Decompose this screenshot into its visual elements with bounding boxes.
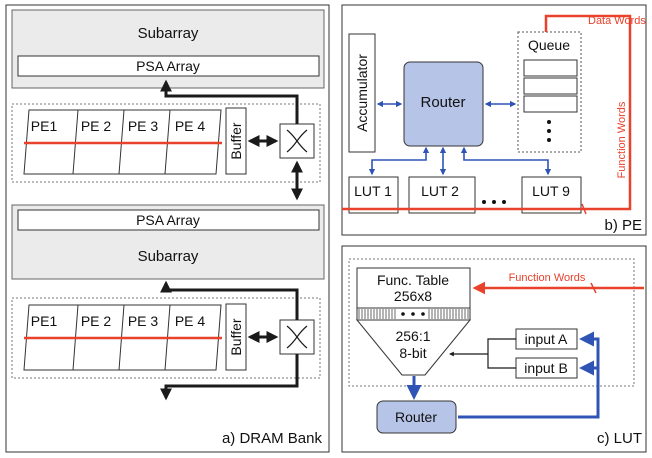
caption-dram-bank: a) DRAM Bank <box>222 430 323 447</box>
subarray-bottom-label: Subarray <box>138 248 199 265</box>
panel-lut: Func. Table 256x8 256:1 8-bit input A in… <box>341 245 647 453</box>
panel-dram-bank: Subarray PSA Array PE1 PE 2 PE 3 PE 4 Bu… <box>5 4 330 453</box>
pe-label-1-bottom: PE1 <box>31 313 58 329</box>
accumulator-label: Accumulator <box>354 54 370 132</box>
buffer-bottom <box>225 303 247 371</box>
router-to-input-a-arrow <box>458 331 600 419</box>
queue-slot-3 <box>523 95 578 113</box>
switch-top-icon <box>286 129 308 153</box>
mux <box>355 319 472 376</box>
input-b-label: input B <box>524 360 568 376</box>
function-words-label-pe: Function Words <box>616 101 628 178</box>
pe-group-top: PE1 PE 2 PE 3 PE 4 <box>23 109 222 175</box>
lut-dot-2 <box>492 200 496 204</box>
pe-group-bottom: PE1 PE 2 PE 3 PE 4 <box>23 304 222 371</box>
func-table-size: 256x8 <box>394 288 432 304</box>
pe-label-2-top: PE 2 <box>81 118 112 134</box>
caption-pe: b) PE <box>604 217 642 234</box>
lut-1 <box>348 176 399 214</box>
func-table <box>356 267 471 309</box>
router-lut9-link <box>460 146 552 176</box>
pe-label-1-top: PE1 <box>31 118 58 134</box>
pe-router-label: Router <box>420 94 465 111</box>
lut-router <box>376 400 457 434</box>
func-table-row-ticks <box>358 309 469 319</box>
pe-label-3-bottom: PE 3 <box>128 313 159 329</box>
input-a-label: input A <box>525 331 568 347</box>
pe-row-bottom <box>11 297 321 379</box>
queue-label: Queue <box>528 37 570 53</box>
lut-inner-region <box>348 258 635 387</box>
buffer-top-label: Buffer <box>228 122 244 159</box>
queue-slot-1 <box>523 59 578 77</box>
subarray-top-label: Subarray <box>138 25 199 42</box>
queue-dot-1 <box>547 120 551 124</box>
lut-dot-1 <box>482 200 486 204</box>
accumulator <box>348 33 376 153</box>
strip-dot-3 <box>421 312 425 316</box>
switch-to-subarray-arrow <box>160 280 299 320</box>
lut-9 <box>521 176 582 214</box>
mux-label-ratio: 256:1 <box>395 328 430 344</box>
psa-array-bottom <box>17 209 320 231</box>
psa-array-bottom-label: PSA Array <box>136 212 200 228</box>
queue-slot-2 <box>523 77 578 95</box>
caption-lut: c) LUT <box>597 430 642 447</box>
switch-downward-arrow <box>160 354 299 401</box>
function-words-arrow-tick <box>590 282 597 294</box>
strip-dot-2 <box>411 312 415 316</box>
pe-row-top <box>11 103 321 183</box>
pe-label-4-top: PE 4 <box>175 118 206 134</box>
pe-label-3-top: PE 3 <box>128 118 159 134</box>
func-table-title: Func. Table <box>377 272 449 288</box>
lut-2-label: LUT 2 <box>421 183 459 199</box>
function-words-bus-tick <box>581 203 587 215</box>
buffer-bottom-label: Buffer <box>228 318 244 355</box>
router-lut1-link <box>368 146 430 176</box>
switch-bottom-icon <box>286 325 308 349</box>
data-words-label: Data Words <box>588 15 646 27</box>
function-words-label-lut: Function Words <box>509 272 586 284</box>
lut-9-label: LUT 9 <box>532 183 570 199</box>
switch-to-psa-arrow-top <box>160 79 299 124</box>
pe-router <box>403 61 484 147</box>
mux-label-width: 8-bit <box>399 345 426 361</box>
lut-1-label: LUT 1 <box>354 183 392 199</box>
data-function-words-line <box>342 14 632 211</box>
buffer-top <box>225 107 247 175</box>
psa-array-top-label: PSA Array <box>136 58 200 74</box>
lut-2 <box>408 176 476 214</box>
psa-array-top <box>17 55 320 77</box>
lut-router-label: Router <box>395 409 437 425</box>
strip-dot-1 <box>401 312 405 316</box>
pe-label-4-bottom: PE 4 <box>175 313 206 329</box>
lut-dot-3 <box>502 200 506 204</box>
queue-dot-2 <box>547 129 551 133</box>
queue-dot-3 <box>547 138 551 142</box>
panel-pe: Accumulator Router Queue LUT 1 LUT 2 LUT… <box>341 4 647 236</box>
pe-label-2-bottom: PE 2 <box>81 313 112 329</box>
